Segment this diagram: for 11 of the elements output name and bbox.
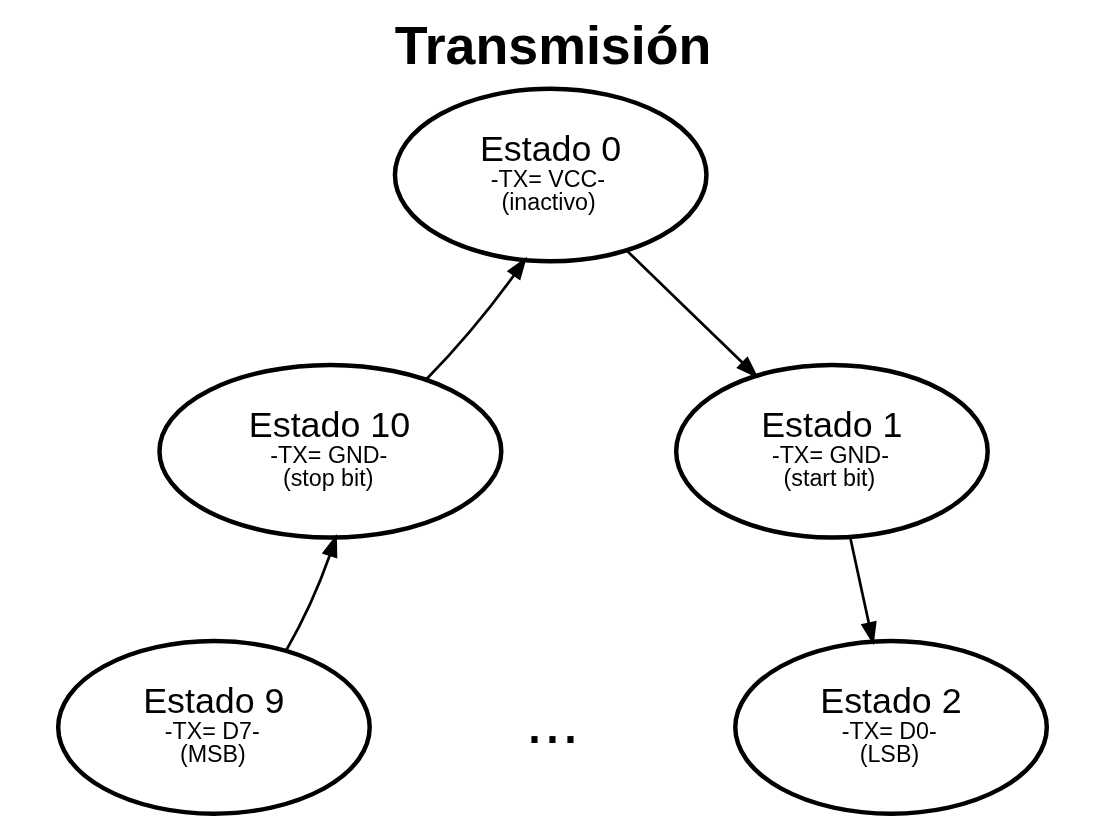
arrow [848, 536, 877, 646]
node-ellipse: Estado 1 -TX= GND- (start bit) [673, 362, 990, 540]
node-ellipse: Estado 0 -TX= VCC- (inactivo) [392, 86, 709, 264]
arrow [425, 256, 527, 381]
node-ellipse: Estado 10 -TX= GND- (stop bit) [157, 362, 504, 540]
arrow [625, 249, 759, 379]
label: ... [525, 685, 580, 758]
node-ellipse: Estado 9 -TX= D7- (MSB) [55, 638, 372, 816]
arrow [284, 533, 338, 652]
node-ellipse: Estado 2 -TX= D0- (LSB) [733, 638, 1049, 816]
diagram-title: Transmisión [394, 14, 712, 75]
